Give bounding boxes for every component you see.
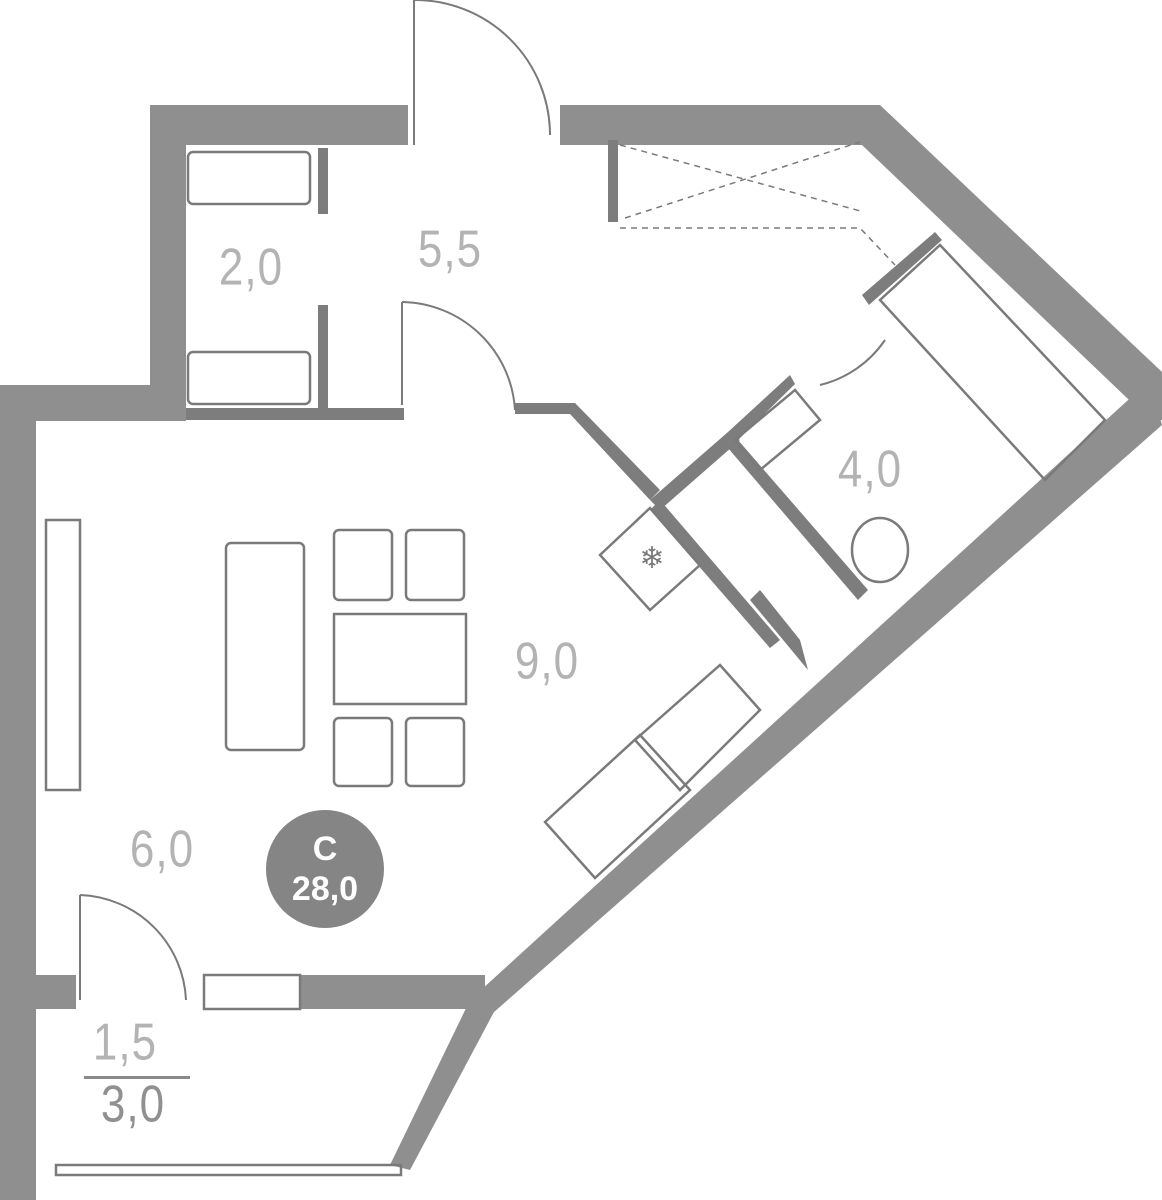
room-area-bathroom: 4,0 bbox=[837, 440, 903, 499]
snowflake-icon: ❄ bbox=[639, 541, 664, 576]
room-area-wardrobe: 2,0 bbox=[218, 238, 284, 297]
apartment-badge: C 28,0 bbox=[266, 810, 384, 928]
svg-text:❄: ❄ bbox=[639, 541, 664, 576]
inner-walls bbox=[186, 140, 942, 670]
balcony-reduced-area: 1,5 bbox=[92, 1013, 158, 1072]
walls bbox=[0, 105, 1162, 1200]
room-area-living: 6,0 bbox=[129, 820, 195, 879]
balcony-full-area: 3,0 bbox=[100, 1075, 166, 1134]
apartment-total-area: 28,0 bbox=[291, 870, 359, 908]
fraction-divider bbox=[84, 1076, 190, 1079]
furniture bbox=[44, 150, 1107, 1177]
room-area-hallway: 5,5 bbox=[417, 220, 483, 279]
apartment-type: C bbox=[312, 830, 338, 868]
doors bbox=[79, 0, 886, 1001]
room-area-kitchen: 9,0 bbox=[514, 632, 580, 691]
cabinet-x bbox=[619, 141, 896, 266]
